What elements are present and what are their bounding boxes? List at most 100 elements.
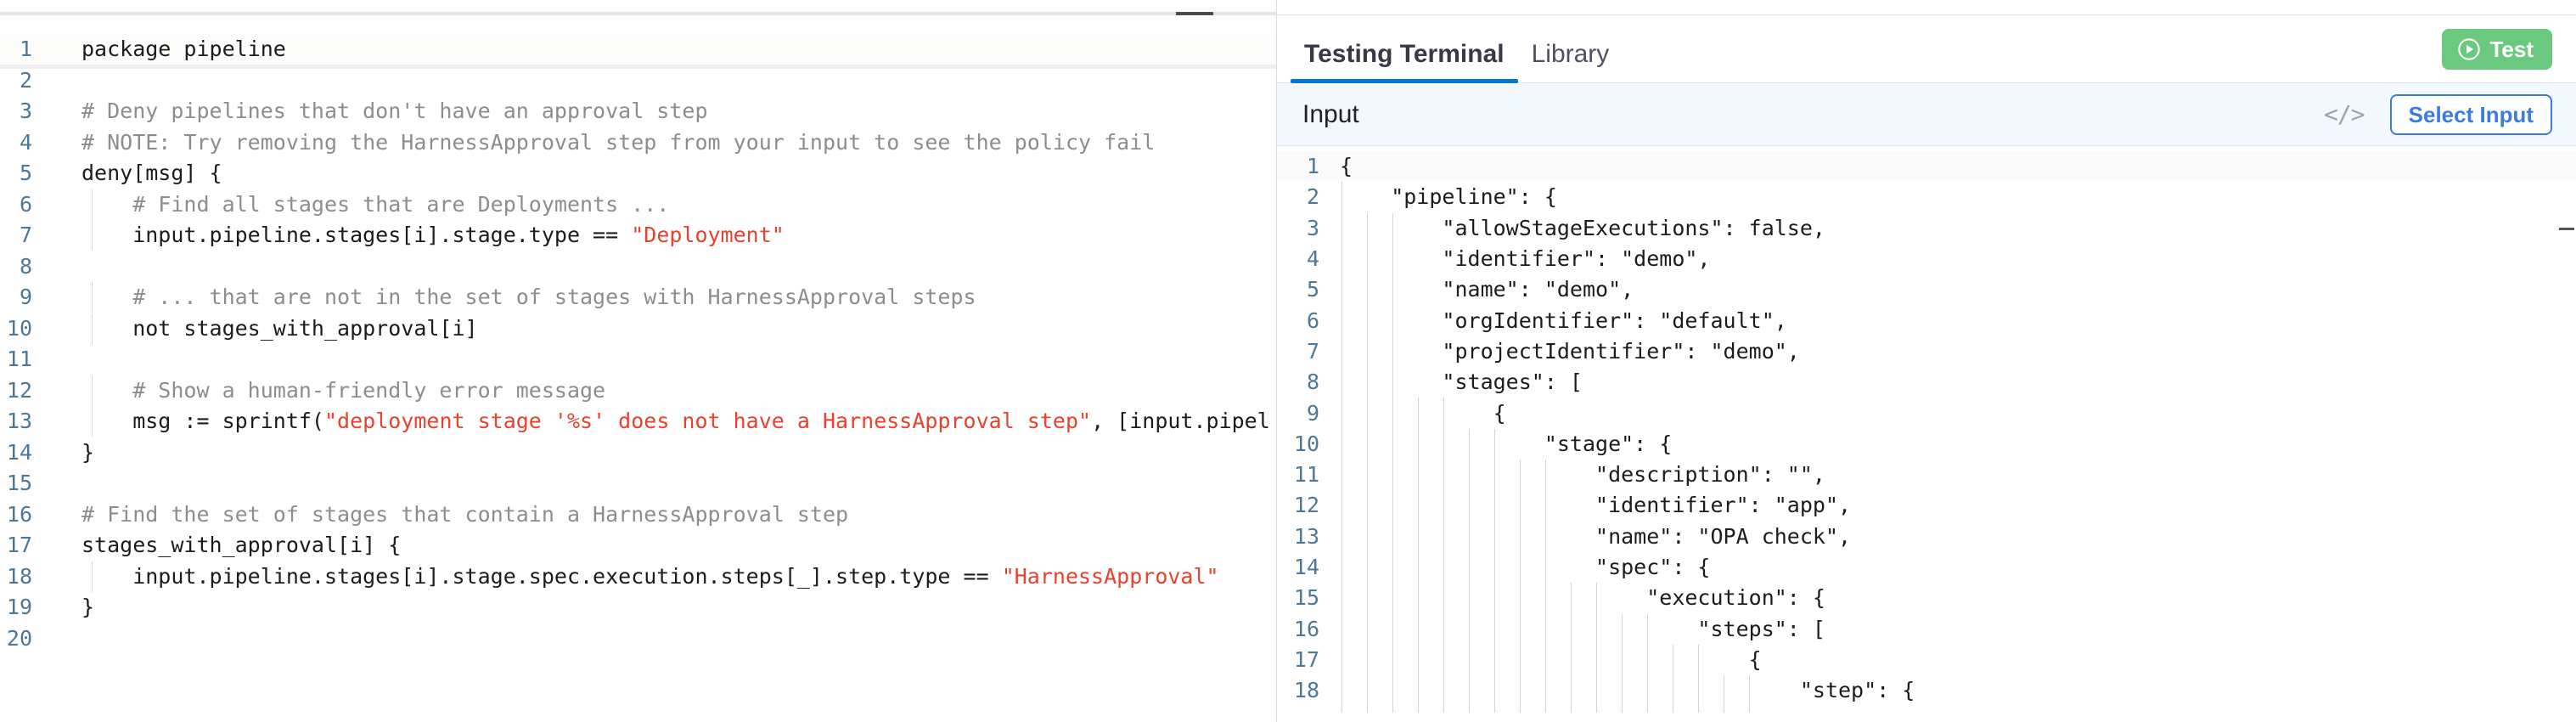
- code-line: 19}: [0, 592, 1276, 623]
- code-line-text: # Find all stages that are Deployments .…: [41, 189, 1276, 220]
- terminal-tabbar: Testing Terminal Library Test: [1277, 15, 2576, 83]
- code-line: 9 # ... that are not in the set of stage…: [0, 282, 1276, 313]
- line-number: 16: [6, 501, 32, 527]
- line-number: 20: [6, 625, 32, 651]
- json-line: 4 "identifier": "demo",: [1277, 244, 2576, 274]
- scroll-indicator[interactable]: [2559, 228, 2574, 230]
- json-line-text: "identifier": "app",: [1340, 493, 1852, 518]
- editor-top-strip: [0, 0, 1276, 12]
- json-line: 11 "description": "",: [1277, 460, 2576, 490]
- code-line-text: # ... that are not in the set of stages …: [41, 282, 1276, 313]
- json-line-number: 11: [1293, 462, 1319, 488]
- token-cmt: # Find all stages that are Deployments .…: [82, 191, 670, 217]
- line-number: 1: [19, 37, 32, 62]
- token-plain: , [input.pipel: [1091, 409, 1270, 434]
- json-line-text: "steps": [: [1340, 616, 1825, 641]
- line-number: 19: [6, 595, 32, 620]
- line-number: 2: [19, 67, 32, 93]
- tab-testing-terminal[interactable]: Testing Terminal: [1291, 40, 1518, 83]
- line-number: 5: [19, 161, 32, 186]
- token-cmt: # NOTE: Try removing the HarnessApproval…: [82, 129, 1156, 155]
- tab-library-label: Library: [1531, 40, 1610, 68]
- json-line: 2 "pipeline": {: [1277, 182, 2576, 212]
- json-input-surface[interactable]: 1{2 "pipeline": {3 "allowStageExecutions…: [1277, 146, 2576, 722]
- json-line: 16 "steps": [: [1277, 613, 2576, 644]
- line-number: 18: [6, 563, 32, 589]
- code-line-text: not stages_with_approval[i]: [41, 313, 1276, 344]
- code-line-text: # Find the set of stages that contain a …: [41, 499, 1276, 530]
- select-input-button[interactable]: Select Input: [2389, 93, 2552, 135]
- code-line-text: msg := sprintf("deployment stage '%s' do…: [41, 406, 1276, 437]
- token-cmt: # Show a human-friendly error message: [82, 377, 606, 403]
- code-line-text: # Deny pipelines that don't have an appr…: [41, 96, 1276, 127]
- json-line: 3 "allowStageExecutions": false,: [1277, 213, 2576, 244]
- code-line-text: stages_with_approval[i] {: [41, 530, 1276, 561]
- rego-code-rows: 1 package pipeline 2 3# Deny pipelines that…: [0, 15, 1276, 654]
- code-line: 1 package pipeline: [0, 34, 1276, 65]
- json-line-text: "allowStageExecutions": false,: [1340, 215, 1825, 240]
- json-line-number: 4: [1306, 246, 1319, 272]
- json-line: 13 "name": "OPA check",: [1277, 522, 2576, 552]
- json-line: 1{: [1277, 151, 2576, 182]
- code-line: 16 # Find the set of stages that contain …: [0, 499, 1276, 531]
- code-line: 12 # Show a human-friendly error message: [0, 375, 1276, 407]
- line-number: 10: [6, 315, 32, 341]
- code-line: 2: [0, 65, 1276, 97]
- rego-code-surface[interactable]: 1 package pipeline 2 3# Deny pipelines that…: [0, 15, 1276, 722]
- active-line-underline: [0, 65, 1276, 69]
- code-brackets-icon[interactable]: </>: [2324, 100, 2365, 128]
- collapse-handle-icon[interactable]: [1176, 12, 1213, 16]
- json-line: 9 {: [1277, 398, 2576, 428]
- terminal-top-strip: [1277, 0, 2576, 15]
- token-cmt: # Find the set of stages that contain a …: [82, 501, 849, 527]
- code-line: 20: [0, 623, 1276, 655]
- json-line: 8 "stages": [: [1277, 367, 2576, 398]
- input-title: Input: [1302, 99, 1359, 128]
- code-line: 7 input.pipeline.stages[i].stage.type ==…: [0, 220, 1276, 251]
- play-circle-icon: [2458, 38, 2481, 60]
- json-line-text: "name": "OPA check",: [1340, 523, 1852, 549]
- code-line-text: package pipeline: [41, 34, 1276, 65]
- json-line: 12 "identifier": "app",: [1277, 490, 2576, 521]
- json-line-number: 3: [1306, 215, 1319, 240]
- line-number: 9: [19, 285, 32, 310]
- code-line: 3# Deny pipelines that don't have an app…: [0, 96, 1276, 127]
- json-line: 5 "name": "demo",: [1277, 274, 2576, 305]
- json-line-number: 2: [1306, 184, 1319, 210]
- test-button-label: Test: [2489, 36, 2534, 62]
- token-plain: not stages_with_approval[i]: [82, 315, 478, 341]
- json-line: 6 "orgIdentifier": "default",: [1277, 305, 2576, 336]
- tab-library[interactable]: Library: [1518, 40, 1623, 82]
- json-line-number: 6: [1306, 307, 1319, 333]
- json-line-text: "identifier": "demo",: [1340, 246, 1711, 272]
- tab-testing-terminal-label: Testing Terminal: [1304, 40, 1505, 68]
- code-line: 13 msg := sprintf("deployment stage '%s'…: [0, 406, 1276, 437]
- code-line: 11: [0, 344, 1276, 375]
- token-plain: deny[msg] {: [82, 161, 222, 186]
- test-button[interactable]: Test: [2442, 29, 2552, 70]
- line-number: 11: [6, 347, 32, 372]
- token-plain: input.pipeline.stages[i].stage.spec.exec…: [82, 563, 1002, 589]
- code-line: 6 # Find all stages that are Deployments…: [0, 189, 1276, 221]
- editor-header-rule: [0, 12, 1276, 16]
- code-line: 14}: [0, 437, 1276, 469]
- code-line-text: input.pipeline.stages[i].stage.type == "…: [41, 220, 1276, 251]
- line-number: 12: [6, 377, 32, 403]
- json-line-text: "step": {: [1340, 678, 1915, 703]
- code-line: 4# NOTE: Try removing the HarnessApprova…: [0, 127, 1276, 159]
- json-line-text: "orgIdentifier": "default",: [1340, 307, 1787, 333]
- json-line-number: 16: [1293, 616, 1319, 641]
- json-line-text: "description": "",: [1340, 462, 1825, 488]
- json-line-text: {: [1340, 154, 1353, 179]
- token-plain: }: [82, 595, 95, 620]
- rego-editor-pane: 1 package pipeline 2 3# Deny pipelines that…: [0, 0, 1277, 722]
- json-line-text: "spec": {: [1340, 555, 1711, 579]
- code-line-text: deny[msg] {: [41, 158, 1276, 189]
- json-line-number: 12: [1293, 493, 1319, 518]
- json-line: 10 "stage": {: [1277, 429, 2576, 460]
- token-cmt: # ... that are not in the set of stages …: [82, 285, 976, 310]
- code-line: 15: [0, 468, 1276, 499]
- json-line-text: "projectIdentifier": "demo",: [1340, 338, 1800, 364]
- line-number: 15: [6, 471, 32, 496]
